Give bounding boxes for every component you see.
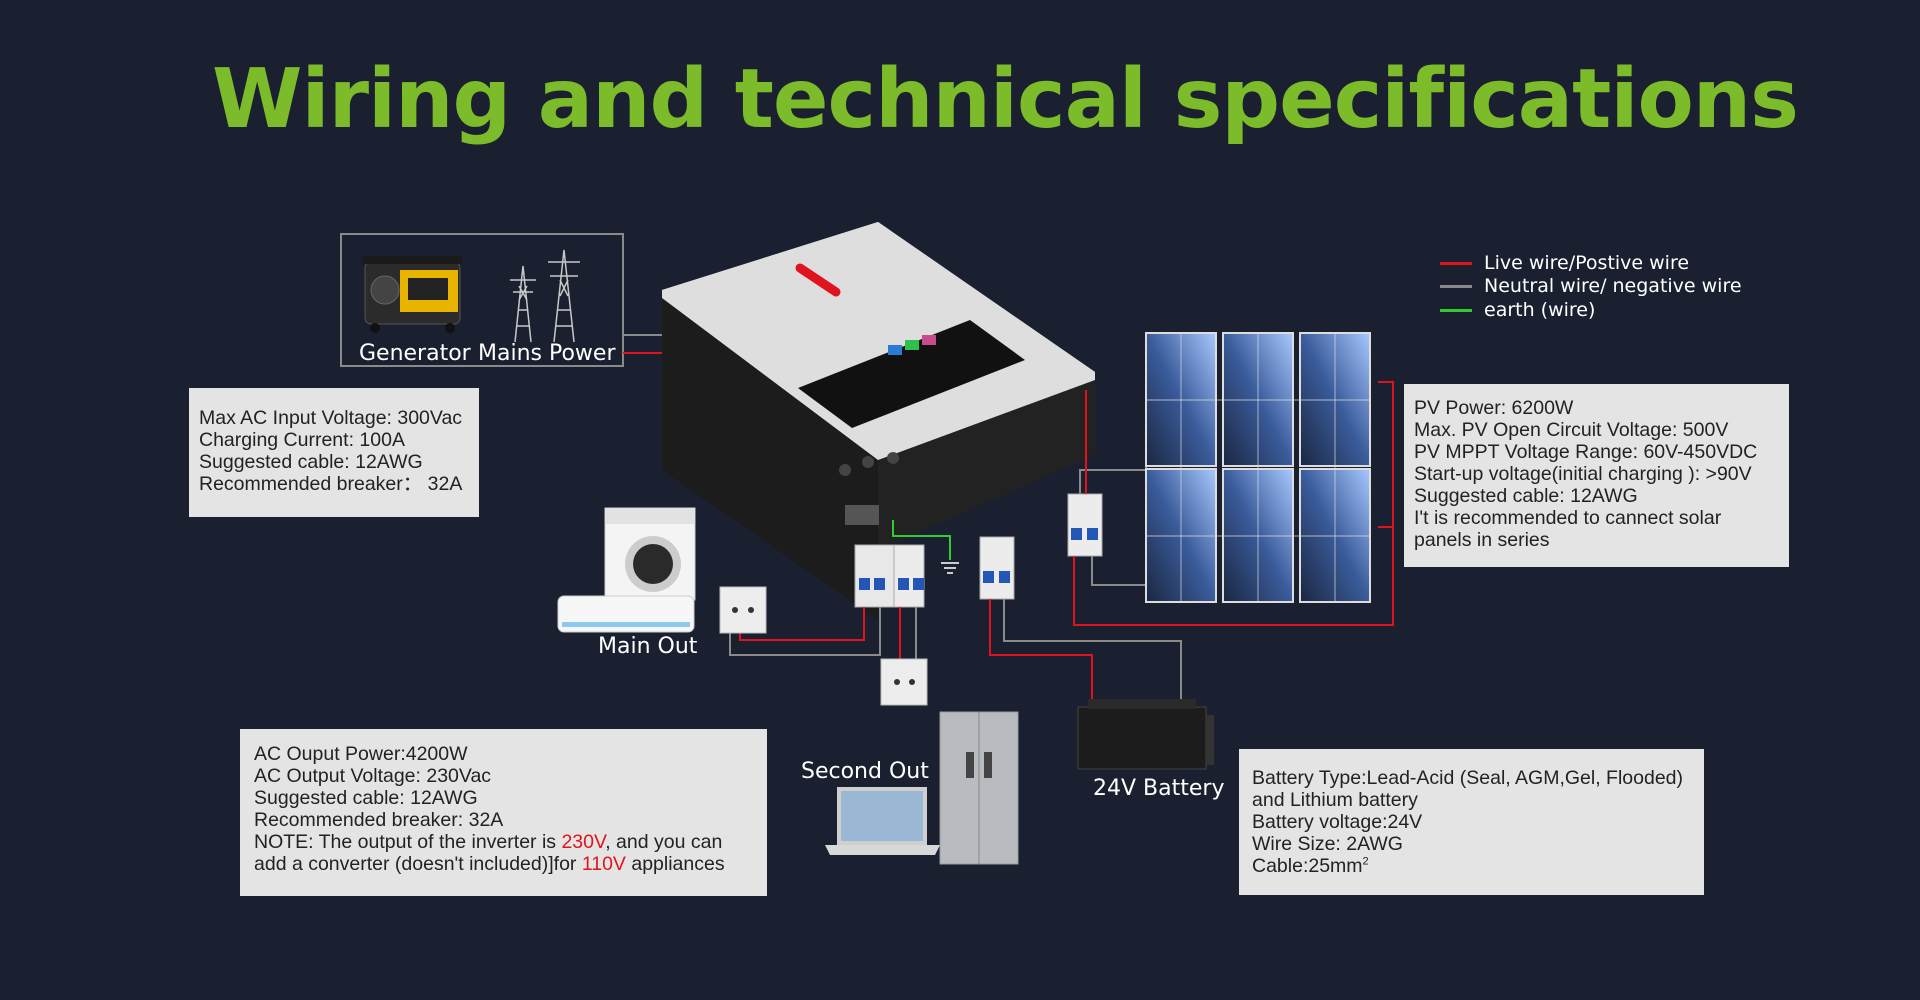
- legend-label: Neutral wire/ negative wire: [1484, 275, 1742, 297]
- spec-line: PV Power: 6200W: [1414, 397, 1574, 419]
- main-out-label: Main Out: [598, 634, 698, 659]
- cable-text: Cable:25mm: [1252, 855, 1363, 877]
- note-voltage-230: 230V: [561, 831, 606, 853]
- legend-item-live: Live wire/Postive wire: [1440, 252, 1689, 274]
- spec-line: and Lithium battery: [1252, 789, 1418, 811]
- ground-icon: [941, 562, 959, 574]
- spec-line: Wire Size: 2AWG: [1252, 833, 1403, 855]
- page-title: Wiring and technical specifications: [212, 52, 1799, 147]
- circuit-breaker-icon: [979, 536, 1015, 600]
- washing-machine-icon: [604, 507, 696, 601]
- cable-superscript: 2: [1362, 855, 1369, 868]
- spec-line: Charging Current: 100A: [199, 429, 405, 451]
- note-text: add a converter (doesn't included)]for: [254, 853, 582, 875]
- ac-output-spec-box: AC Ouput Power:4200W AC Output Voltage: …: [240, 729, 767, 896]
- solar-panel-icon: [1145, 332, 1371, 603]
- spec-line: PV MPPT Voltage Range: 60V-450VDC: [1414, 441, 1758, 463]
- battery-icon: [1077, 699, 1214, 770]
- legend-label: Live wire/Postive wire: [1484, 252, 1690, 274]
- battery-label: 24V Battery: [1093, 776, 1225, 801]
- earth-wire-swatch: [1440, 308, 1472, 312]
- spec-line: Battery Type:Lead-Acid (Seal, AGM,Gel, F…: [1252, 767, 1684, 789]
- circuit-breaker-icon: [854, 544, 925, 608]
- note-text: , and you can: [605, 831, 723, 853]
- wall-socket-icon: [880, 658, 928, 706]
- spec-line: Max. PV Open Circuit Voltage: 500V: [1414, 419, 1729, 441]
- wall-socket-icon: [719, 586, 767, 634]
- spec-line: Suggested cable: 12AWG: [199, 451, 423, 473]
- transmission-tower-icon: [510, 249, 580, 343]
- second-out-label: Second Out: [801, 759, 929, 784]
- note-text: appliances: [625, 853, 725, 875]
- spec-line: AC Ouput Power:4200W: [254, 743, 468, 765]
- legend-item-neutral: Neutral wire/ negative wire: [1440, 275, 1742, 297]
- spec-line: Recommended breaker: 32A: [254, 809, 504, 831]
- spec-note-line-2: add a converter (doesn't included)]for 1…: [254, 853, 757, 875]
- spec-line-cable: Cable:25mm2: [1252, 855, 1694, 877]
- spec-note-line-1: NOTE: The output of the inverter is 230V…: [254, 831, 757, 853]
- generator-label: Generator: [359, 341, 471, 366]
- spec-line: AC Output Voltage: 230Vac: [254, 765, 492, 787]
- pv-spec-box: PV Power: 6200W Max. PV Open Circuit Vol…: [1404, 384, 1789, 567]
- spec-line: Recommended breaker： 32A: [199, 473, 463, 495]
- mains-power-label: Mains Power: [478, 341, 616, 366]
- spec-line: I't is recommended to cannect solar: [1414, 507, 1722, 529]
- spec-line: Suggested cable: 12AWG: [254, 787, 478, 809]
- ac-input-spec-box: Max AC Input Voltage: 300Vac Charging Cu…: [189, 388, 479, 517]
- refrigerator-icon: [939, 711, 1019, 865]
- spec-line: panels in series: [1414, 529, 1550, 551]
- input-source-frame: [340, 233, 624, 367]
- battery-spec-box: Battery Type:Lead-Acid (Seal, AGM,Gel, F…: [1239, 749, 1704, 895]
- generator-icon: [362, 256, 463, 333]
- spec-line: Suggested cable: 12AWG: [1414, 485, 1638, 507]
- circuit-breaker-icon: [1067, 493, 1103, 557]
- note-text: NOTE: The output of the inverter is: [254, 831, 562, 853]
- spec-line: Max AC Input Voltage: 300Vac: [199, 407, 463, 429]
- note-voltage-110: 110V: [581, 853, 626, 875]
- inverter-icon: [662, 222, 1095, 620]
- legend-label: earth (wire): [1484, 299, 1596, 321]
- spec-line: Start-up voltage(initial charging ): >90…: [1414, 463, 1752, 485]
- legend-item-earth: earth (wire): [1440, 299, 1595, 321]
- spec-line: Battery voltage:24V: [1252, 811, 1423, 833]
- neutral-wire-swatch: [1440, 284, 1472, 288]
- air-conditioner-icon: [557, 595, 695, 633]
- live-wire-swatch: [1440, 261, 1472, 265]
- laptop-icon: [825, 787, 940, 855]
